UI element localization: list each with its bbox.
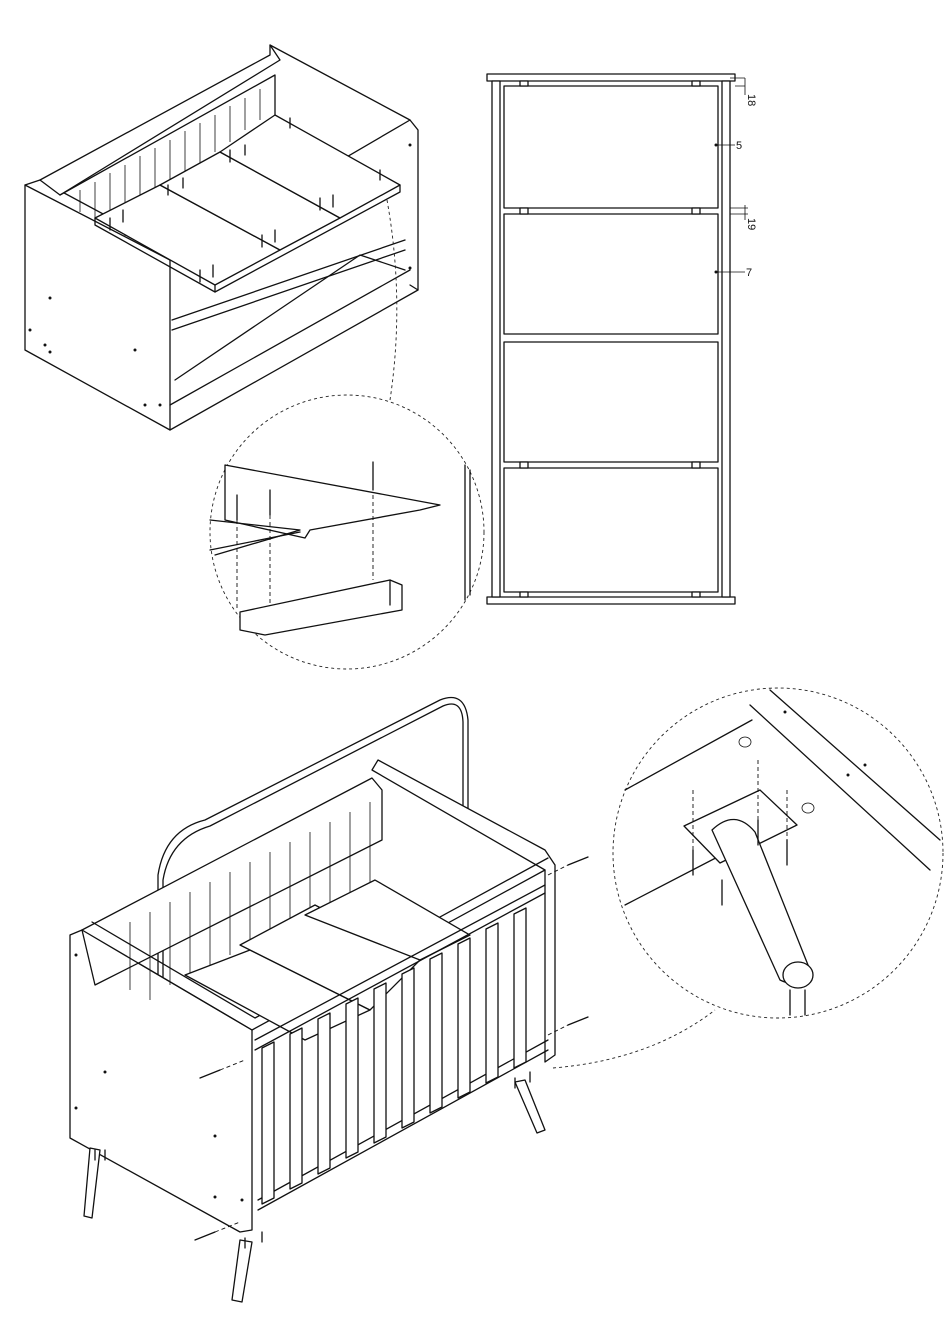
crib-assembled-view (70, 698, 588, 1303)
dimension-label-slat-spacing: 5 (736, 140, 742, 152)
dimension-lines (715, 78, 749, 274)
crib-body-base-view (25, 45, 418, 430)
dimension-label-slat-spacing-lower: 7 (746, 267, 752, 279)
dimension-label-top-gap: 18 (745, 94, 757, 106)
detail-leg-mounting (553, 688, 943, 1068)
base-plan-view: 18 5 19 7 (487, 74, 757, 604)
dimension-label-middle-gap: 19 (745, 218, 757, 230)
